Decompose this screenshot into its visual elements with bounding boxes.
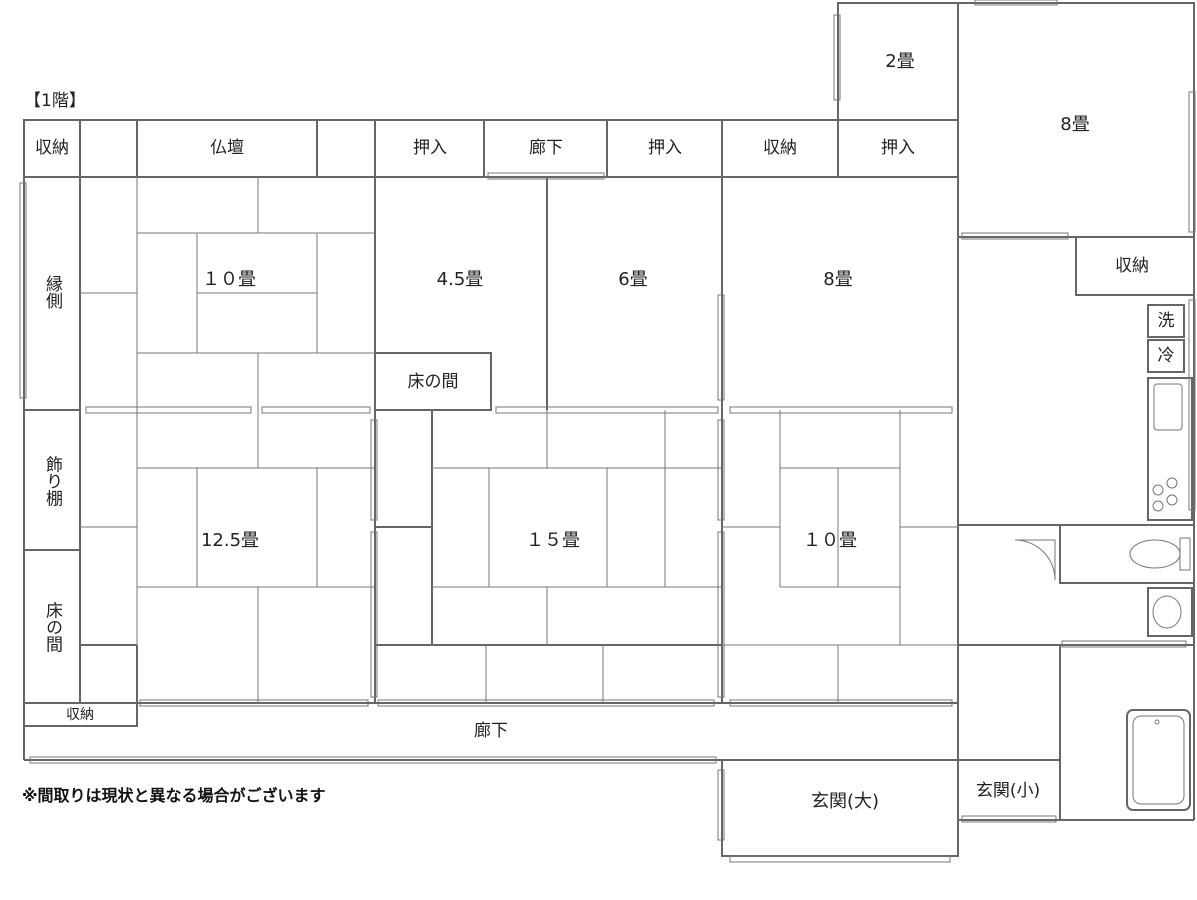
room-10jo-upper <box>80 177 375 410</box>
label-tokonoma-left: 床の間 <box>42 601 63 653</box>
label-oshiire-1: 押入 <box>413 138 447 158</box>
label-roka-bottom: 廊下 <box>474 721 508 741</box>
label-2jo: 2畳 <box>885 51 914 72</box>
label-8jo-annex: 8畳 <box>1060 114 1089 135</box>
top-storage-row <box>23 119 959 178</box>
label-shuno-bottom-left: 収納 <box>66 707 94 723</box>
room-15jo <box>432 410 722 703</box>
appliance-washer <box>1147 304 1185 338</box>
toilet-room <box>1059 524 1195 584</box>
label-12-5jo: 12.5畳 <box>201 530 259 551</box>
label-fridge: 冷 <box>1158 346 1175 366</box>
label-10jo-upper: １０畳 <box>202 269 256 290</box>
room-12-5jo <box>80 410 375 703</box>
label-6jo: 6畳 <box>618 269 647 290</box>
appliance-fridge <box>1147 339 1185 373</box>
label-shuno-right: 収納 <box>1115 256 1149 276</box>
label-tokonoma-mid: 床の間 <box>408 372 459 392</box>
floor-label: 【1階】 <box>24 91 86 111</box>
label-4-5jo: 4.5畳 <box>437 269 484 290</box>
label-15jo: １５畳 <box>526 530 580 551</box>
label-shuno-top: 収納 <box>763 138 797 158</box>
wash-basin <box>1147 587 1193 637</box>
label-kazaridana: 飾り棚 <box>42 455 63 507</box>
label-10jo-lower: １０畳 <box>803 530 857 551</box>
label-roka-top: 廊下 <box>529 138 563 158</box>
label-genkan-large: 玄関(大) <box>811 791 879 812</box>
label-butsudan: 仏壇 <box>210 138 244 158</box>
label-washer: 洗 <box>1158 311 1175 331</box>
label-shuno-tl: 収納 <box>35 138 69 158</box>
room-10jo-lower <box>722 410 958 703</box>
disclaimer-note: ※間取りは現状と異なる場合がございます <box>22 786 326 805</box>
room-genkan-small <box>957 759 1061 821</box>
label-oshiire-2: 押入 <box>648 138 682 158</box>
label-oshiire-3: 押入 <box>881 138 915 158</box>
kitchen-counter <box>1147 377 1193 521</box>
label-genkan-small: 玄関(小) <box>976 781 1040 801</box>
label-8jo-mid: 8畳 <box>823 269 852 290</box>
label-engawa: 縁側 <box>42 275 63 309</box>
bathtub <box>1126 709 1191 811</box>
